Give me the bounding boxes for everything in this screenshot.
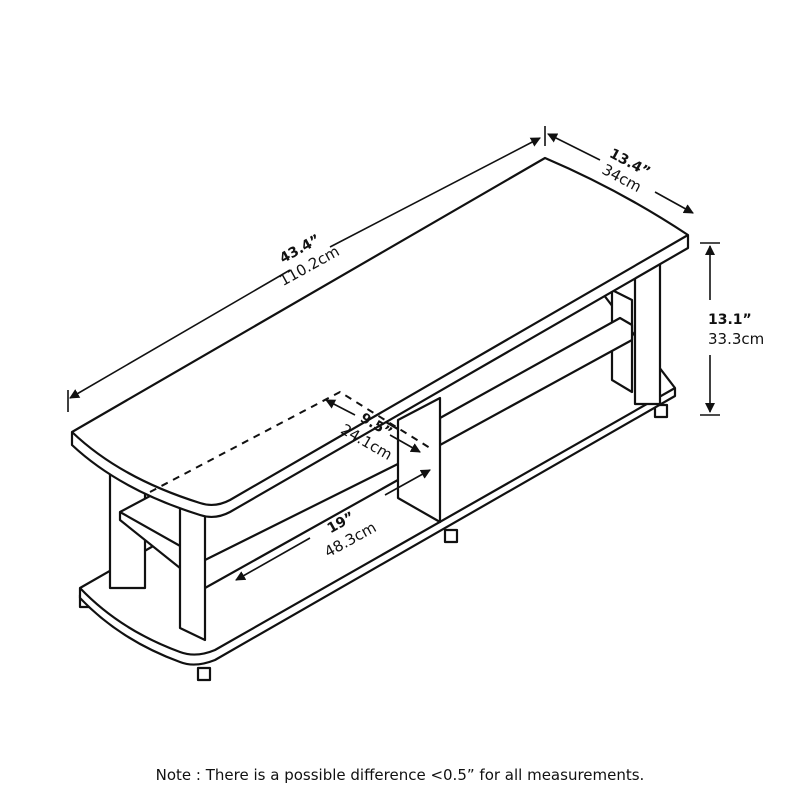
dimension-lines: [67, 126, 720, 581]
front-leg-right: [633, 254, 662, 406]
middle-divider: [396, 396, 442, 524]
front-leg-left: [178, 496, 207, 642]
height-cm-label: 33.3cm: [708, 330, 764, 348]
top-panel: [70, 156, 690, 519]
measurement-note: Note : There is a possible difference <0…: [155, 766, 645, 784]
height-in-label: 13.1”: [708, 312, 752, 328]
